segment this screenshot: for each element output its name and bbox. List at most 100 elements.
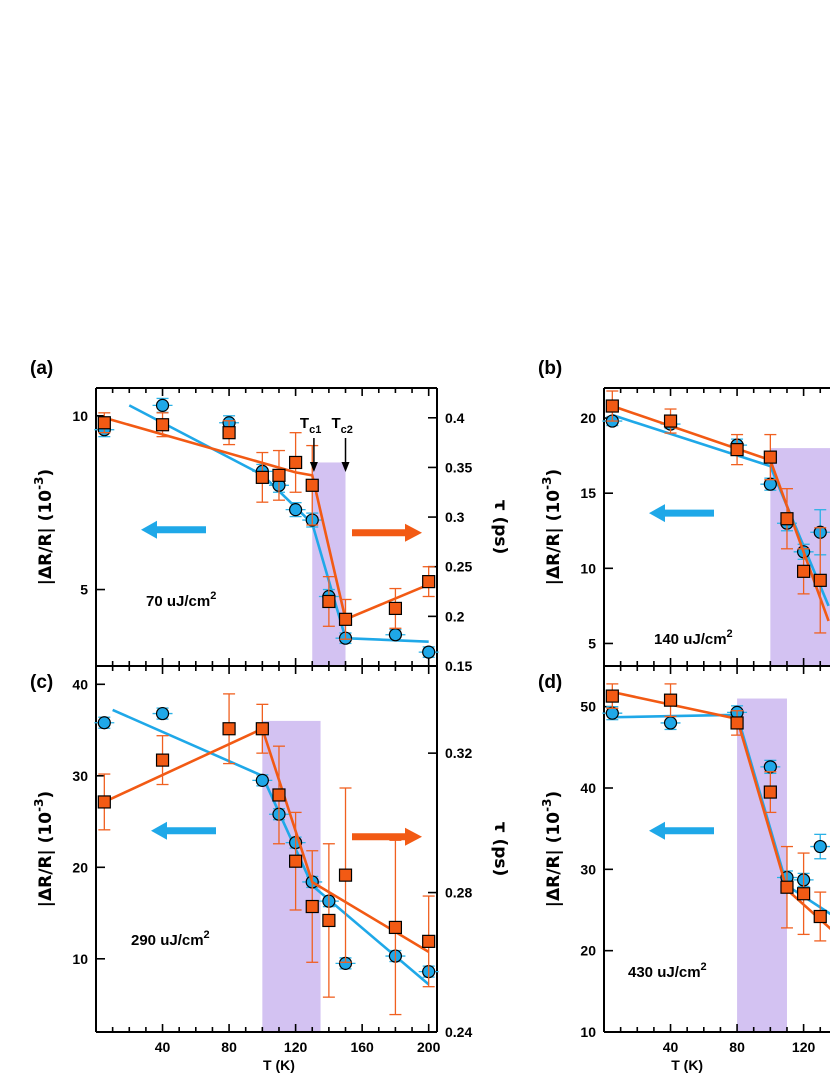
panel-c-xtick-label: 160 [350, 1039, 374, 1055]
panel-d-tau-point [780, 880, 794, 894]
panel-a-tc-marker-head [309, 462, 318, 472]
panel-c-tau-point [272, 788, 286, 802]
panel-d-ytick-label: 40 [580, 780, 596, 796]
panel-b-ytick-label: 20 [580, 410, 596, 426]
panel-d-tau-point [813, 909, 827, 924]
panel-a-ytick-right-label: 0.2 [445, 608, 465, 624]
panel-b-ylabel-left: |ΔR/R| (10-3) [540, 469, 564, 585]
panel-c [94, 693, 439, 1016]
panel-d-tau-point [605, 689, 619, 703]
panel-d-tau-point [763, 785, 777, 799]
panel-d-tau-point [730, 716, 744, 730]
panel-b-ytick-label: 5 [588, 635, 596, 651]
panel-a-ytick-right-label: 0.35 [445, 459, 472, 475]
panel-a-tau-point [322, 594, 336, 609]
panel-c-tau-point [338, 868, 353, 882]
panel-d-ytick-label: 20 [580, 943, 596, 959]
panel-a-fluence-label: 70 uJ/cm2 [146, 590, 216, 610]
panel-d-tau-point [663, 693, 678, 707]
panel-b-tau-point [605, 399, 619, 413]
panel-c-tau-point [97, 795, 111, 809]
panel-c-tau-point [289, 854, 303, 868]
panel-b-tau-point [763, 450, 777, 464]
panel-b-tau-point [780, 512, 794, 526]
panel-b-tau-point [813, 573, 827, 587]
panel-b-fluence-label: 140 uJ/cm2 [654, 628, 733, 648]
panel-c-label: (c) [30, 672, 53, 693]
panel-c-reflectivity-fit-line [112, 708, 430, 986]
panel-d-ytick-label: 10 [580, 1024, 596, 1040]
panel-a-tau-point [422, 575, 436, 589]
panel-a-arrow-tau-head [405, 523, 422, 542]
panel-c-tau-point [155, 753, 170, 767]
panel-c-ytick-label: 30 [72, 768, 88, 784]
panel-c-ytick-right-label: 0.28 [445, 885, 472, 901]
panel-d-ytick-label: 50 [580, 699, 596, 715]
panel-b [602, 390, 830, 634]
panel-c-xlabel: T (K) [263, 1057, 295, 1073]
panel-a-ytick-right-label: 0.4 [445, 410, 465, 426]
panel-d-label: (d) [538, 672, 562, 693]
panel-d-xlabel: T (K) [671, 1057, 703, 1073]
panel-a-tc-label: Tc2 [332, 415, 353, 436]
panel-c-reflectivity-point [97, 716, 111, 730]
panel-a [94, 397, 439, 659]
panel-d-reflectivity-point [663, 716, 678, 730]
panel-d-xtick-label: 120 [792, 1039, 816, 1055]
panel-a-arrow-reflectivity-head [141, 520, 157, 539]
panel-c-tau-point [305, 899, 319, 914]
panel-d-tau-point [797, 887, 811, 901]
panel-c-tau-point [222, 722, 236, 736]
panel-c-reflectivity-point [155, 706, 170, 721]
panel-a-ytick-right-label: 0.3 [445, 509, 465, 525]
data-layer [94, 390, 830, 1016]
panel-b-arrow-reflectivity-head [649, 504, 665, 523]
panel-a-reflectivity-point [388, 628, 403, 642]
panel-d-ylabel-left: |ΔR/R| (10-3) [540, 791, 564, 907]
panel-d-xtick-label: 80 [729, 1039, 745, 1055]
panel-c-xtick-label: 200 [417, 1039, 441, 1055]
panel-c-tau-point [388, 920, 403, 935]
panel-a-tau-point [97, 416, 111, 430]
panel-c-ylabel-left: |ΔR/R| (10-3) [32, 791, 56, 907]
panel-a-reflectivity-point [422, 645, 436, 659]
panel-c-ytick-label: 10 [72, 951, 88, 967]
panel-a-ytick-label: 5 [80, 582, 88, 598]
panel-c-ylabel-right: τ (ps) [490, 822, 510, 877]
panel-d-arrow-reflectivity-head [649, 821, 665, 840]
panel-a-reflectivity-point [289, 503, 303, 517]
panel-d-xtick-label: 40 [663, 1039, 679, 1055]
panel-c-xtick-label: 120 [284, 1039, 308, 1055]
panel-a-tau-point [305, 478, 319, 492]
panel-d-reflectivity-point [763, 760, 777, 774]
panel-a-tau-fit-line [103, 416, 430, 622]
panel-a-label: (a) [30, 358, 53, 379]
panel-a-reflectivity-point [155, 398, 170, 412]
panel-c-ytick-right-label: 0.32 [445, 745, 472, 761]
panel-c-tau-point [422, 934, 436, 948]
panel-c-ytick-label: 40 [72, 676, 88, 692]
panel-c-arrow-reflectivity-head [151, 821, 167, 840]
panel-c-tau-point [255, 722, 269, 736]
panel-d [602, 683, 830, 942]
panel-c-arrow-tau-head [405, 827, 422, 846]
panel-b-ytick-label: 15 [580, 485, 596, 501]
axes-layer [95, 387, 830, 1033]
panel-b-tau-point [797, 564, 811, 578]
panel-c-xtick-label: 80 [221, 1039, 237, 1055]
panel-c-reflectivity-point [255, 773, 269, 787]
panel-d-reflectivity-point [605, 706, 619, 720]
panel-b-tau-point [730, 443, 744, 457]
panel-d-reflectivity-point [813, 839, 827, 854]
panel-b-ytick-label: 10 [580, 560, 596, 576]
panel-a-tau-point [338, 612, 353, 626]
panel-a-tau-point [222, 426, 236, 440]
panel-a-ylabel-right: τ (ps) [490, 500, 510, 555]
panel-c-tau-fit-line [103, 726, 430, 953]
panel-b-tau-point [663, 414, 678, 428]
panel-a-tau-point [289, 455, 303, 470]
panel-c-ytick-label: 20 [72, 859, 88, 875]
panel-a-tc-marker-head [341, 462, 350, 472]
panel-c-tau-point [322, 913, 336, 928]
